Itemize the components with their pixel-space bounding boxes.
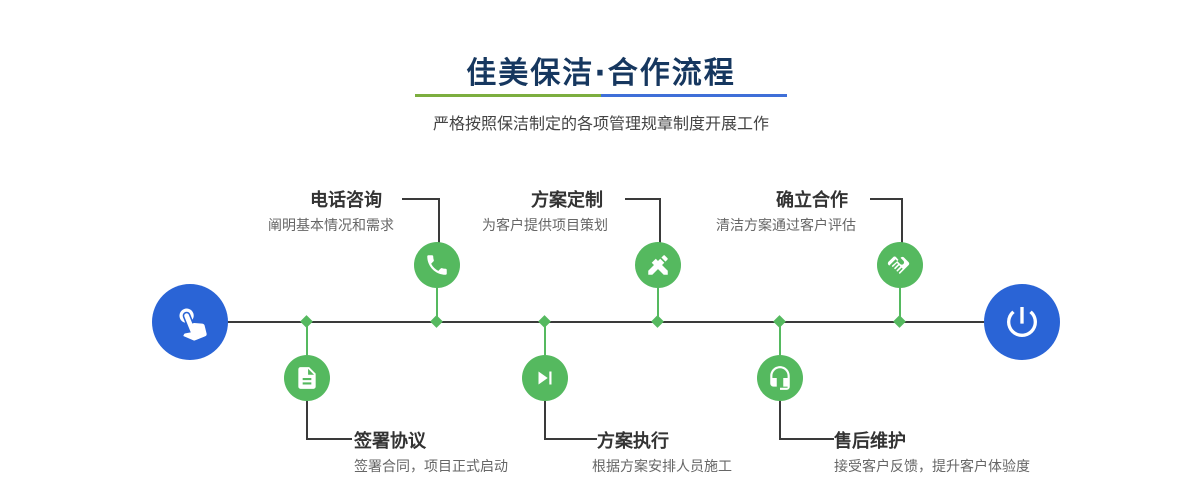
step-title-plan-execution: 方案执行 [597, 431, 669, 452]
step-desc-establish-cooperation: 清洁方案通过客户评估 [716, 218, 856, 234]
timeline-line [226, 321, 990, 323]
headset-icon [767, 365, 793, 391]
step-title-establish-cooperation: 确立合作 [776, 190, 848, 211]
connector-stub [544, 324, 546, 355]
step-title-sign-agreement: 签署协议 [354, 431, 426, 452]
contract-icon [294, 365, 320, 391]
connector-line [544, 401, 597, 440]
connector-line [625, 198, 661, 244]
step-desc-phone-consult: 阐明基本情况和需求 [268, 218, 394, 234]
page-subtitle: 严格按照保洁制定的各项管理规章制度开展工作 [432, 114, 769, 133]
connector-stub [779, 324, 781, 355]
step-node-phone-consult [414, 242, 460, 288]
page-title: 佳美保洁·合作流程 [466, 56, 736, 91]
step-node-plan-design [635, 242, 681, 288]
step-desc-after-sales: 接受客户反馈，提升客户体验度 [834, 459, 1030, 475]
connector-stub [306, 324, 308, 355]
phone-icon [424, 252, 450, 278]
step-desc-plan-design: 为客户提供项目策划 [482, 218, 608, 234]
start-node [152, 284, 228, 360]
step-node-plan-execution [522, 355, 568, 401]
connector-line [402, 198, 440, 244]
step-node-establish-cooperation [877, 242, 923, 288]
step-title-phone-consult: 电话咨询 [310, 190, 382, 211]
step-desc-plan-execution: 根据方案安排人员施工 [592, 459, 732, 475]
power-icon [1002, 302, 1042, 342]
step-title-plan-design: 方案定制 [531, 190, 603, 211]
connector-stub [436, 288, 438, 319]
step-node-after-sales [757, 355, 803, 401]
connector-stub [657, 288, 659, 319]
design-pencil-icon [645, 252, 671, 278]
handshake-icon [887, 252, 913, 278]
end-node [984, 284, 1060, 360]
play-next-icon [532, 365, 558, 391]
step-title-after-sales: 售后维护 [834, 431, 906, 452]
connector-line [306, 401, 352, 440]
step-node-sign-agreement [284, 355, 330, 401]
connector-line [870, 198, 903, 244]
step-desc-sign-agreement: 签署合同，项目正式启动 [354, 459, 508, 475]
connector-line [779, 401, 834, 440]
connector-stub [899, 288, 901, 319]
hand-pointer-icon [165, 297, 214, 346]
title-divider [415, 94, 787, 97]
